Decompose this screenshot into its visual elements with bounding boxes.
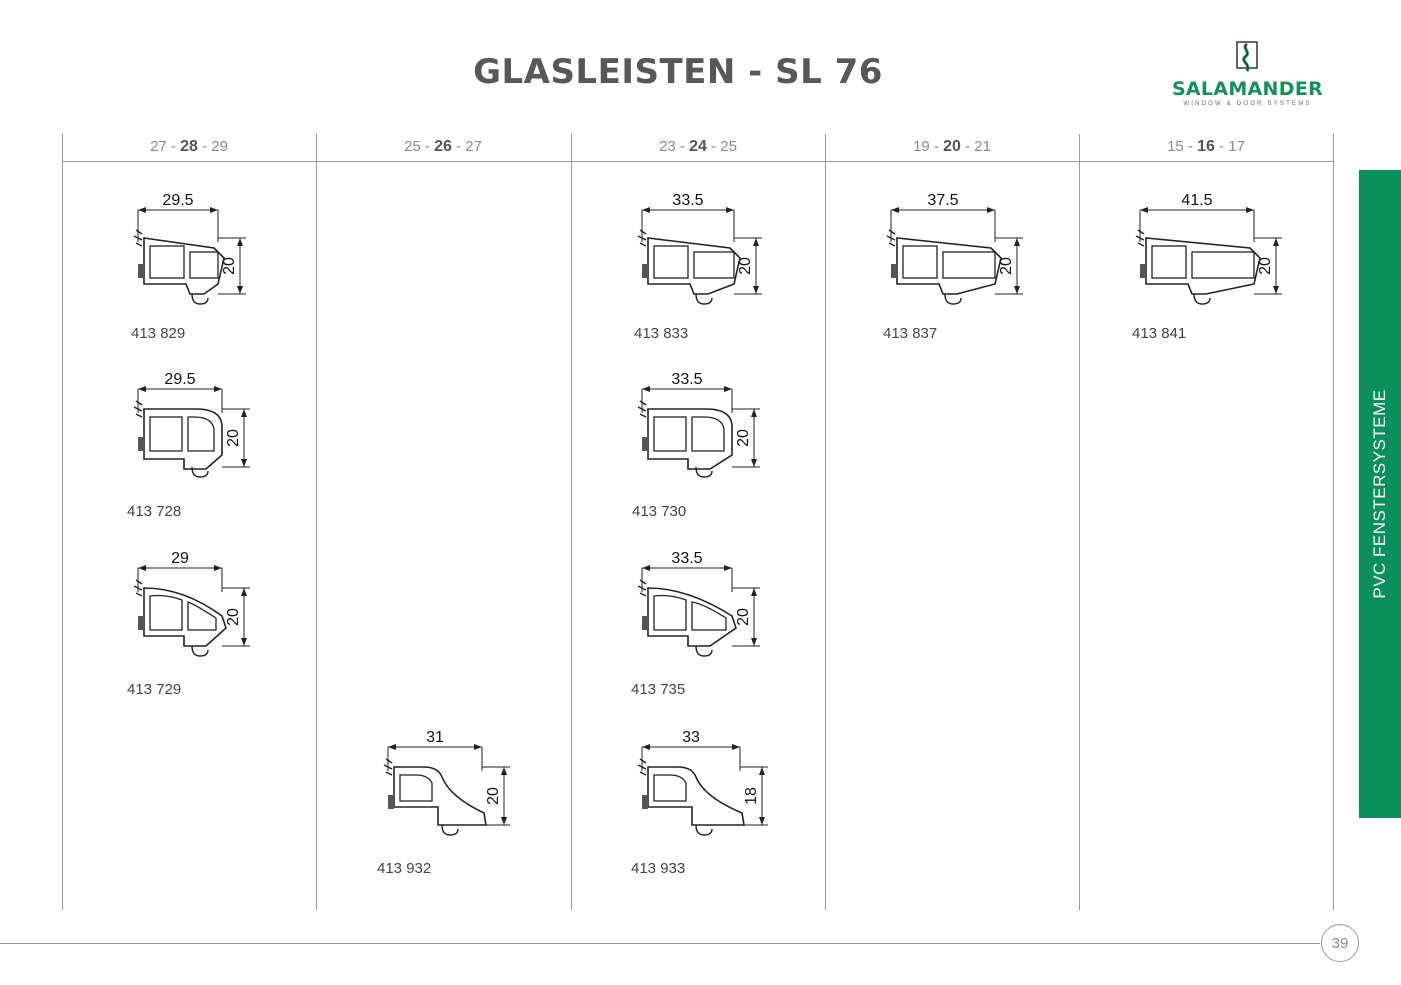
width-dimension: 33.5 <box>671 371 702 388</box>
profile-drawing: 33 18 <box>632 727 782 887</box>
column-header-glass-thickness: 27 - 28 - 29 <box>150 138 228 155</box>
profile-article-number: 413 933 <box>631 860 686 877</box>
profile-drawing: 33.5 20 <box>632 548 782 708</box>
height-dimension: 20 <box>225 608 242 626</box>
profile-drawing: 37.5 20 <box>881 190 1031 350</box>
profile-article-number: 413 837 <box>883 325 938 342</box>
profile-drawing: 33.5 20 <box>632 190 782 350</box>
width-dimension: 29.5 <box>162 192 193 209</box>
height-dimension: 20 <box>485 787 502 805</box>
width-dimension: 29 <box>171 550 189 567</box>
width-dimension: 41.5 <box>1181 192 1212 209</box>
profile-drawing: 29.5 20 <box>128 190 278 350</box>
height-dimension: 20 <box>735 608 752 626</box>
width-dimension: 33.5 <box>671 550 702 567</box>
profile-article-number: 413 833 <box>634 325 689 342</box>
profile-section-svg: 33.5 20 <box>637 371 760 478</box>
height-dimension: 18 <box>743 787 760 805</box>
profile-article-number: 413 728 <box>127 503 182 520</box>
profile-section-svg: 29.5 20 <box>133 371 250 478</box>
height-dimension: 20 <box>221 257 238 275</box>
side-tab-label: PVC FENSTERSYSTEME <box>1370 389 1389 599</box>
profile-article-number: 413 829 <box>131 325 186 342</box>
footer-divider <box>0 943 1320 944</box>
column-divider <box>1079 134 1080 910</box>
profile-drawing: 41.5 20 <box>1130 190 1282 350</box>
profile-section-svg: 29.5 20 <box>133 192 246 305</box>
profile-article-number: 413 735 <box>631 681 686 698</box>
width-dimension: 31 <box>426 729 444 746</box>
height-dimension: 20 <box>737 257 754 275</box>
width-dimension: 33.5 <box>672 192 703 209</box>
page-title: GLASLEISTEN - SL 76 <box>473 52 883 92</box>
profile-section-svg: 33 18 <box>637 729 768 836</box>
profile-section-svg: 37.5 20 <box>886 192 1023 305</box>
column-header-glass-thickness: 23 - 24 - 25 <box>659 138 737 155</box>
profile-drawing: 31 20 <box>378 727 528 887</box>
column-divider <box>571 134 572 910</box>
profile-article-number: 413 729 <box>127 681 182 698</box>
column-divider <box>825 134 826 910</box>
profile-section-svg: 31 20 <box>383 729 510 836</box>
height-dimension: 20 <box>1257 257 1274 275</box>
salamander-logo: SALAMANDER WINDOW & DOOR SYSTEMS <box>1170 38 1325 113</box>
side-tab: PVC FENSTERSYSTEME <box>1359 170 1401 818</box>
column-header-glass-thickness: 15 - 16 - 17 <box>1167 138 1245 155</box>
column-divider <box>1333 134 1334 910</box>
profile-section-svg: 33.5 20 <box>637 550 760 657</box>
height-dimension: 20 <box>225 429 242 447</box>
column-divider <box>62 134 63 910</box>
profile-drawing: 29.5 20 <box>128 369 278 529</box>
page-number: 39 <box>1321 924 1359 962</box>
profile-section-svg: 33.5 20 <box>637 192 762 305</box>
profile-drawing: 29 20 <box>128 548 278 708</box>
width-dimension: 33 <box>682 729 700 746</box>
profile-article-number: 413 730 <box>632 503 687 520</box>
column-header-glass-thickness: 19 - 20 - 21 <box>913 138 991 155</box>
width-dimension: 29.5 <box>164 371 195 388</box>
profile-article-number: 413 932 <box>377 860 432 877</box>
column-divider <box>316 134 317 910</box>
profile-section-svg: 41.5 20 <box>1135 192 1282 305</box>
logo-tagline: WINDOW & DOOR SYSTEMS <box>1183 101 1312 107</box>
salamander-logo-icon <box>1236 41 1258 72</box>
width-dimension: 37.5 <box>927 192 958 209</box>
profile-drawing: 33.5 20 <box>632 369 782 529</box>
height-dimension: 20 <box>735 429 752 447</box>
height-dimension: 20 <box>998 257 1015 275</box>
profile-section-svg: 29 20 <box>133 550 250 657</box>
column-header-glass-thickness: 25 - 26 - 27 <box>404 138 482 155</box>
logo-wordmark: SALAMANDER <box>1171 78 1324 100</box>
profile-article-number: 413 841 <box>1132 325 1187 342</box>
header-divider <box>62 161 1334 162</box>
